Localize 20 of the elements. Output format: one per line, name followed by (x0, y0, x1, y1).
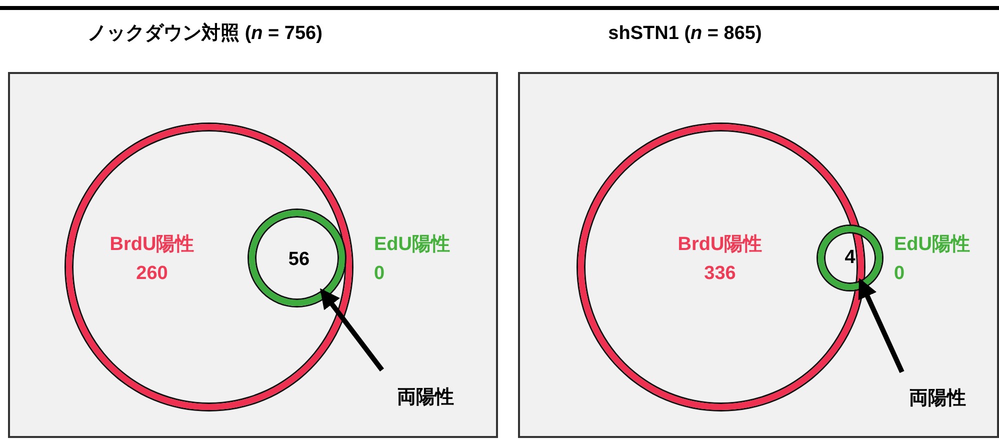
callout-text: 両陽性 (909, 388, 966, 410)
panel-title: ノックダウン対照 (n = 756) (88, 23, 322, 45)
venn-circle (818, 226, 882, 290)
count-label: 0 (894, 263, 905, 285)
set-label: BrdU陽性 (678, 234, 762, 256)
leader-arrow (858, 278, 904, 374)
venn-circle (249, 210, 345, 306)
leader-arrow (320, 288, 384, 372)
venn-circle (66, 124, 352, 410)
count-label: 260 (136, 263, 168, 285)
callout-text: 両陽性 (397, 387, 454, 409)
set-label: EdU陽性 (374, 234, 450, 256)
venn-circle (578, 124, 864, 410)
count-label: 0 (374, 263, 385, 285)
count-label: 336 (704, 263, 736, 285)
set-label: BrdU陽性 (110, 234, 194, 256)
panel-title: shSTN1 (n = 865) (608, 23, 762, 45)
count-label: 56 (288, 249, 310, 271)
set-label: EdU陽性 (894, 234, 970, 256)
count-label: 4 (844, 247, 856, 269)
